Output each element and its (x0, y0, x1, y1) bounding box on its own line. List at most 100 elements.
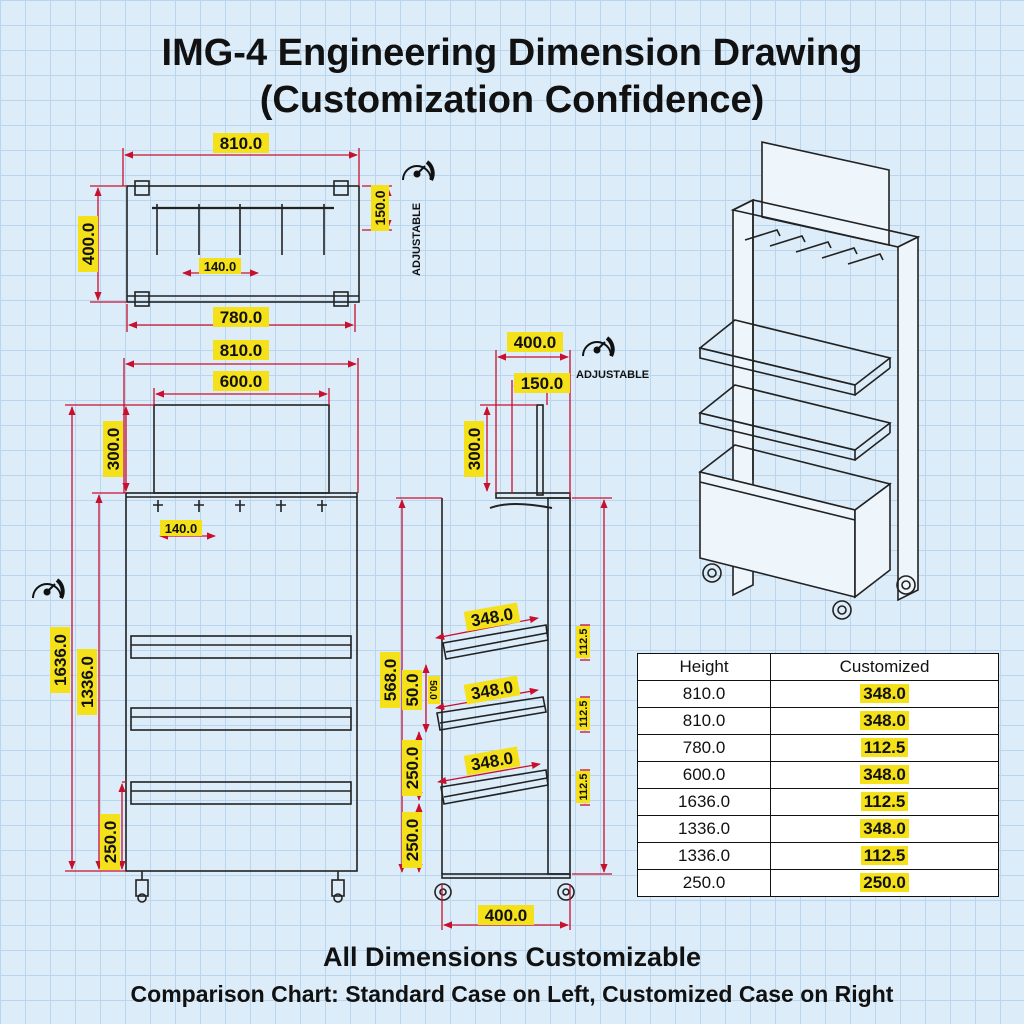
dim-label-side-gap-rotated: 50.0 (427, 676, 440, 704)
isometric-view (698, 141, 921, 620)
table-cell-customized: 348.0 (770, 815, 999, 843)
title-line-1: IMG-4 Engineering Dimension Drawing (161, 32, 863, 74)
table-cell-height: 1336.0 (636, 842, 772, 870)
side-view (434, 404, 575, 901)
front-view-labels: 810.0 600.0 300.0 1636.0 1336.0 250.0 14… (50, 340, 269, 870)
title-line-2: (Customization Confidence) (259, 79, 765, 121)
dim-label-side-spacing-1: 250.0 (402, 740, 422, 796)
dim-label-header-width: 600.0 (213, 371, 269, 391)
dim-label-side-depth-top: 400.0 (507, 332, 563, 352)
svg-text:600.0: 600.0 (220, 372, 263, 391)
side-header-panel (536, 404, 544, 496)
adjustable-label-side: ADJUSTABLE (576, 369, 649, 381)
dim-label-front-hook-spacing: 140.0 (160, 520, 202, 536)
front-view (125, 404, 358, 903)
side-trays (436, 624, 549, 805)
svg-text:50.0: 50.0 (403, 673, 422, 706)
dim-label-side-span: 568.0 (380, 652, 400, 708)
dim-label-depth: 400.0 (78, 216, 98, 272)
front-body (125, 492, 358, 872)
iso-tray-2 (698, 384, 892, 462)
table-cell-customized: 112.5 (770, 788, 999, 816)
side-casters (434, 883, 575, 901)
table-cell-customized: 348.0 (770, 761, 999, 789)
front-casters (135, 871, 345, 903)
svg-text:1636.0: 1636.0 (51, 634, 70, 686)
dim-label-side-spacing-2: 250.0 (402, 812, 422, 868)
svg-text:150.0: 150.0 (521, 374, 564, 393)
table-cell-height: 780.0 (636, 734, 772, 762)
iso-header-sign (761, 141, 890, 246)
side-upright (547, 497, 571, 875)
svg-text:300.0: 300.0 (465, 428, 484, 471)
dim-label-side-depth-bottom: 400.0 (478, 905, 534, 925)
front-shelves (130, 635, 352, 805)
svg-text:250.0: 250.0 (403, 747, 422, 790)
table-cell-customized: 112.5 (770, 842, 999, 870)
dim-label-side-header-offset: 150.0 (514, 373, 570, 393)
gauge-icon (582, 336, 615, 357)
iso-bin (698, 444, 892, 599)
svg-text:810.0: 810.0 (220, 134, 263, 153)
front-header-panel (153, 404, 330, 494)
footer-subtitle: Comparison Chart: Standard Case on Left,… (130, 981, 894, 1007)
svg-text:400.0: 400.0 (79, 223, 98, 266)
adjustable-label-top: ADJUSTABLE (411, 203, 423, 276)
iso-tray-1 (698, 319, 892, 397)
table-cell-customized: 112.5 (770, 734, 999, 762)
svg-text:810.0: 810.0 (220, 341, 263, 360)
table-cell-height: 810.0 (636, 707, 772, 735)
gauge-icon (32, 578, 65, 599)
table-cell-height: 1636.0 (636, 788, 772, 816)
svg-text:112.5: 112.5 (578, 774, 590, 801)
svg-text:250.0: 250.0 (403, 819, 422, 862)
table-cell-height: 810.0 (636, 680, 772, 708)
svg-text:1336.0: 1336.0 (78, 656, 97, 708)
svg-text:348.0: 348.0 (469, 748, 514, 774)
dim-label-tray-lip-3: 112.5 (576, 771, 590, 803)
iso-right-upright (897, 235, 919, 602)
dim-label-bottom-clearance: 250.0 (100, 814, 120, 870)
dim-label-side-gap: 50.0 (402, 670, 422, 710)
dim-label-side-header-height: 300.0 (464, 421, 484, 477)
svg-text:112.5: 112.5 (578, 701, 590, 728)
dim-label-bottom-width: 780.0 (213, 307, 269, 327)
iso-hooks (744, 229, 884, 265)
svg-text:140.0: 140.0 (165, 521, 198, 536)
table-header-height: Height (636, 653, 772, 681)
dim-label-hook-spacing: 140.0 (199, 258, 241, 274)
svg-text:400.0: 400.0 (485, 906, 528, 925)
top-view-outline (126, 185, 360, 303)
top-view-labels: 810.0 780.0 400.0 150.0 140.0 (78, 133, 389, 327)
svg-text:140.0: 140.0 (204, 259, 237, 274)
dim-label-header-height: 300.0 (103, 421, 123, 477)
dim-label-top-width: 810.0 (213, 133, 269, 153)
table-cell-customized: 348.0 (770, 680, 999, 708)
iso-casters (702, 563, 916, 620)
table-cell-height: 1336.0 (636, 815, 772, 843)
svg-text:300.0: 300.0 (104, 428, 123, 471)
svg-text:348.0: 348.0 (469, 677, 514, 703)
svg-text:250.0: 250.0 (101, 821, 120, 864)
svg-text:150.0: 150.0 (372, 190, 388, 225)
table-header-customized: Customized (770, 653, 999, 681)
table-header-row: Height Customized (636, 653, 999, 681)
svg-text:50.0: 50.0 (427, 680, 438, 700)
dim-label-tray-lip-2: 112.5 (576, 698, 590, 730)
table-cell-height: 600.0 (636, 761, 772, 789)
dim-label-overall-height: 1636.0 (50, 627, 70, 693)
side-view-labels: 400.0 150.0 300.0 348.0 348.0 348.0 112.… (380, 332, 590, 925)
dim-label-header: 150.0 (371, 185, 389, 231)
dim-label-tray-length-2: 348.0 (463, 675, 521, 705)
table-cell-height: 250.0 (636, 869, 772, 897)
gauge-icon (402, 160, 435, 181)
table-cell-customized: 348.0 (770, 707, 999, 735)
